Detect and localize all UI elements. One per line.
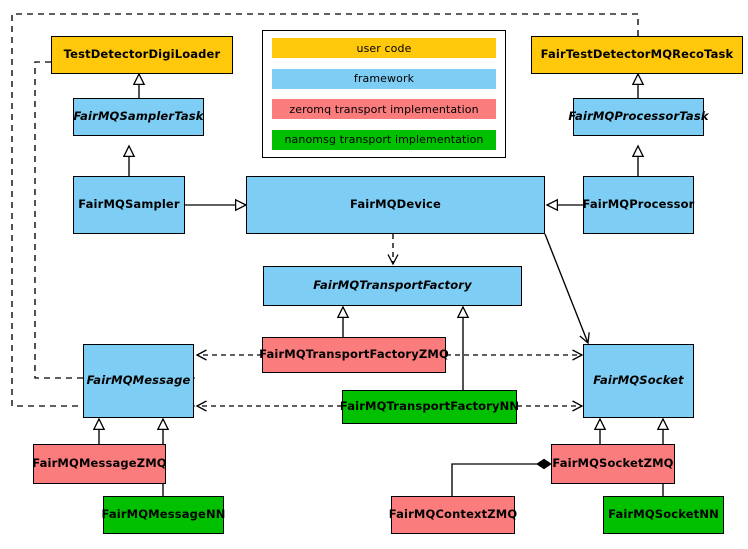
edge-contextzmq-to-socketzmq	[451, 458, 552, 496]
legend-item-user-code: user code	[272, 38, 496, 58]
class-box-fairmq-transport-factory-nn[interactable]: FairMQTransportFactoryNN	[340, 390, 519, 424]
class-box-fairmq-processor[interactable]: FairMQProcessor	[583, 176, 694, 234]
edge-device-to-socket	[544, 233, 590, 345]
class-box-fairmq-message-zmq[interactable]: FairMQMessageZMQ	[32, 444, 167, 484]
class-box-fairmq-processor-task[interactable]: FairMQProcessorTask	[568, 98, 708, 136]
legend-item-framework: framework	[272, 68, 496, 89]
class-box-fairmq-socket-zmq[interactable]: FairMQSocketZMQ	[551, 444, 675, 484]
legend-item-nanomsg: nanomsg transport implementation	[272, 129, 496, 150]
class-box-fairmq-socket-nn[interactable]: FairMQSocketNN	[603, 496, 724, 534]
class-box-fairmq-sampler[interactable]: FairMQSampler	[73, 176, 185, 234]
class-box-fairmq-message-nn[interactable]: FairMQMessageNN	[102, 496, 225, 534]
class-box-fairmq-context-zmq[interactable]: FairMQContextZMQ	[389, 496, 517, 534]
class-box-fairmq-transport-factory-zmq[interactable]: FairMQTransportFactoryZMQ	[259, 337, 449, 373]
class-box-fairtest-detector-mqreco-task[interactable]: FairTestDetectorMQRecoTask	[531, 36, 743, 74]
class-box-fairmq-message[interactable]: FairMQMessage	[83, 344, 194, 418]
legend-box: user code framework zeromq transport imp…	[262, 30, 506, 158]
class-box-fairmq-sampler-task[interactable]: FairMQSamplerTask	[73, 98, 204, 136]
class-box-fairmq-device[interactable]: FairMQDevice	[246, 176, 545, 234]
legend-item-zeromq: zeromq transport implementation	[272, 99, 496, 120]
class-box-fairmq-transport-factory[interactable]: FairMQTransportFactory	[263, 266, 522, 306]
class-box-test-detector-digi-loader[interactable]: TestDetectorDigiLoader	[51, 36, 233, 74]
class-box-fairmq-socket[interactable]: FairMQSocket	[583, 344, 694, 418]
